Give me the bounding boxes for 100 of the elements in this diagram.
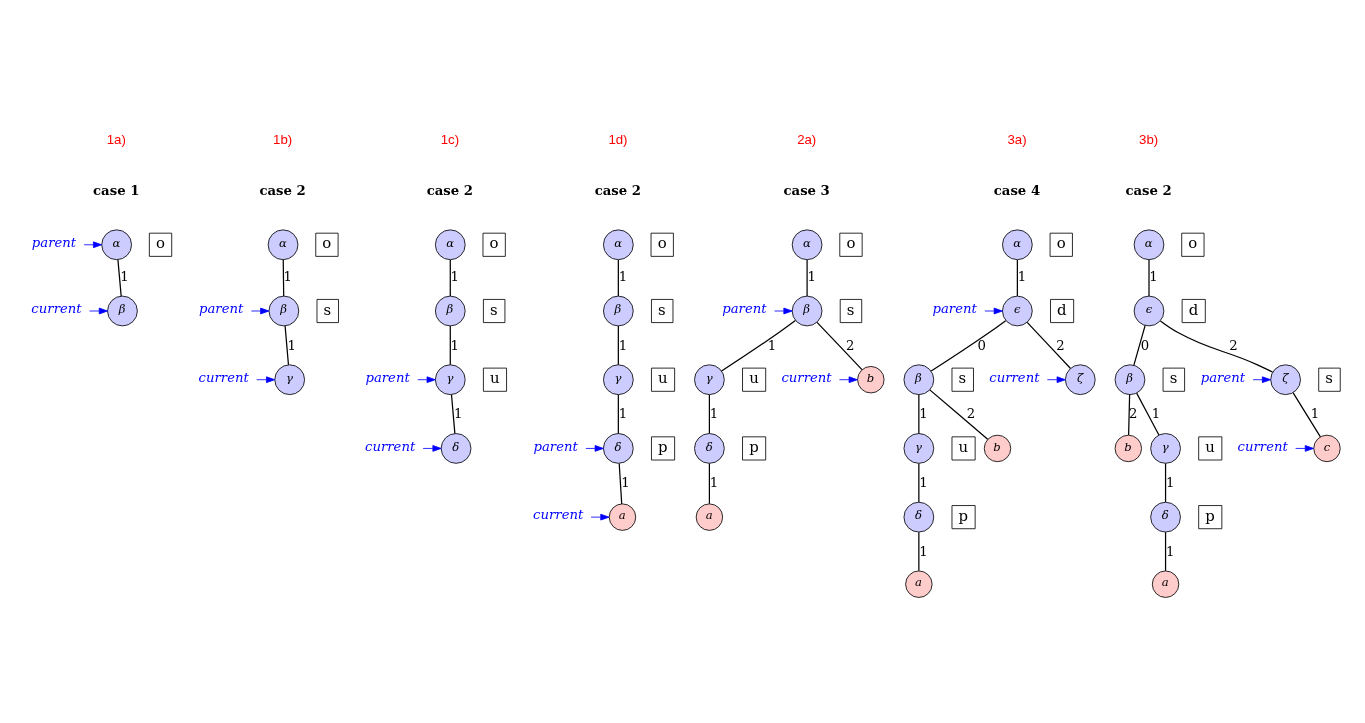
label: 3a) [1007,131,1027,147]
connector [282,259,285,297]
node-box: s [1318,367,1341,392]
label: 3b) [1139,131,1159,147]
node-box: u [742,367,767,392]
node-circle: β [107,295,138,327]
arrow [1046,376,1066,384]
node-circle: β [903,364,935,396]
arrow [417,376,436,384]
edge-label: 1 [120,269,129,285]
label: case 3 [783,182,830,198]
connector [617,325,619,366]
node-circle: c [1313,434,1341,463]
connector [617,259,619,297]
node-text: parent [1200,370,1246,386]
node-circle: γ [274,364,305,396]
connector [708,394,711,434]
node-text: current [989,370,1040,386]
edge-label: 1 [287,337,296,353]
connector [930,320,1007,372]
edge-label: 1 [1149,269,1158,285]
node-circle: δ [903,501,935,533]
label: 1a) [106,131,126,147]
node-text: parent [365,370,410,386]
edge-label: 1 [919,543,928,559]
node-circle: δ [603,433,634,464]
node-box: o [148,232,173,257]
connector [1128,394,1131,436]
label: case 1 [93,182,140,198]
edge-label: 1 [618,406,628,422]
node-text: parent [199,301,244,317]
node-box: p [742,436,767,461]
connector [806,259,808,297]
node-box: s [1162,367,1185,392]
node-text: current [31,301,82,317]
edge-label: 1 [1151,406,1161,422]
node-circle: α [1133,229,1165,261]
node-box: p [651,436,676,461]
node-text: parent [722,301,767,317]
node-box: s [651,299,674,323]
node-text: parent [31,235,77,251]
arrow [256,376,276,384]
node-box: s [839,299,863,323]
connector [1164,462,1167,503]
node-circle: γ [1150,433,1181,464]
connector [450,394,456,434]
label: 2a) [797,131,817,147]
label: 1d) [608,131,628,147]
connector [284,325,290,366]
node-circle: γ [434,364,466,396]
arrow [89,307,108,315]
connector [449,259,451,297]
node-box: d [1181,299,1206,323]
node-circle: a [695,503,724,531]
node-box: o [315,232,339,257]
node-circle: β [434,295,466,327]
node-box: s [483,299,506,323]
connector [816,321,863,371]
edge-label: 2 [1129,406,1138,422]
connector [1026,321,1071,369]
connector [918,394,920,434]
node-circle: b [1114,434,1142,463]
edge-label: 2 [966,406,976,422]
node-circle: α [101,229,132,261]
node-circle: β [603,295,634,327]
connector [929,389,989,440]
connector [918,462,920,503]
edge-label: 1 [1165,475,1175,491]
node-circle: γ [903,433,935,464]
edge-label: 1 [709,475,719,491]
node-circle: δ [1150,501,1181,533]
node-circle: b [983,434,1012,463]
edge-label: 1 [453,406,463,422]
node-circle: a [905,570,933,598]
arrow [1295,445,1314,452]
node-circle: γ [603,364,634,396]
edge-label: 2 [1229,337,1238,353]
edge-label: 1 [919,475,928,491]
node-circle: β [791,295,823,327]
node-box: s [951,367,974,392]
node-box: u [951,436,976,461]
edge-label: 1 [1310,406,1320,422]
label: case 2 [594,182,642,198]
node-text: current [198,370,249,386]
node-circle: β [1114,364,1146,396]
node-box: p [951,505,976,530]
connector [117,259,122,297]
arrow [250,307,270,315]
connector [1016,259,1018,297]
node-box: o [839,232,863,257]
node-circle: α [791,229,823,261]
edge-label: 0 [1140,337,1150,353]
arrow [774,307,793,315]
node-box: s [316,299,339,323]
edge-label: 0 [977,337,987,353]
connector [449,325,451,366]
label: 1b) [273,131,293,147]
node-box: u [483,367,507,392]
arrow [984,307,1003,315]
edge-label: 2 [1056,337,1065,353]
